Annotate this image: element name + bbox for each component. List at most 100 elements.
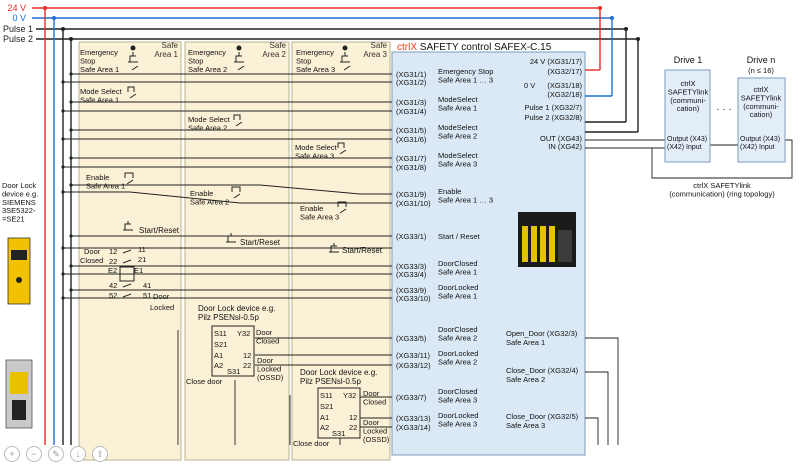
drive-ellipsis: · · · xyxy=(716,104,732,115)
controller-title: ctrlX SAFETY control SAFEX-C.15 xyxy=(397,42,552,53)
terminal-t2: (XG31/2) xyxy=(396,78,427,87)
pilz-2-s11: S11 xyxy=(320,391,333,400)
signal-wires xyxy=(63,73,793,445)
share-icon[interactable]: ⇪ xyxy=(92,446,108,462)
controller-module-photo xyxy=(518,212,576,267)
pilz-1-s21: S21 xyxy=(214,340,227,349)
door-contact-door2: Door xyxy=(153,292,170,301)
rail-24v-label: 24 V xyxy=(7,3,26,13)
pilz-device-1: Door Lock device e.g.Pilz PSENsl-0.5p S1… xyxy=(186,304,284,386)
pilz-1-s11: S11 xyxy=(214,329,227,338)
viewer-toolbar: +−✎ ↓ ⇪ xyxy=(4,446,108,462)
drives xyxy=(664,69,786,163)
pilz-2-a1: A1 xyxy=(320,413,329,422)
door-contact-n42: 42 xyxy=(109,281,117,290)
terminal-t3: (XG31/3) xyxy=(396,98,427,107)
right-r1: 24 V (XG31/17) xyxy=(530,57,583,66)
controller-terminals-left: (XG31/1)(XG31/2)(XG31/3)(XG31/4)(XG31/5)… xyxy=(396,70,431,432)
pilz-2-n22: 22 xyxy=(349,423,357,432)
right-r8: OUT (XG43) xyxy=(540,134,582,143)
pilz-2-n12: 12 xyxy=(349,413,357,422)
terminal-t17: (XG33/11) xyxy=(396,351,431,360)
pilz-1-close-door: Close door xyxy=(186,377,223,386)
rails xyxy=(32,6,640,445)
drive-n-title: Drive n xyxy=(747,55,776,65)
pilz-1-y32: Y32 xyxy=(237,329,250,338)
terminal-t14: (XG33/9) xyxy=(396,286,427,295)
safetylink-bus-label: ctrlX SAFETYlink(communication) (ring to… xyxy=(669,181,775,198)
drive-1-ports: Output (X43)(X42) Input xyxy=(667,136,707,151)
start-3-label: Start/Reset xyxy=(342,246,383,255)
function-f6: Start / Reset xyxy=(438,232,481,241)
pilz-2-s21: S21 xyxy=(320,402,333,411)
controller-model: SAFETY control SAFEX-C.15 xyxy=(417,42,552,53)
door-contact-n11: 11 xyxy=(138,245,146,254)
terminal-t13: (XG33/4) xyxy=(396,270,427,279)
door-contact-door: Door xyxy=(84,247,101,256)
terminal-t16: (XG33/5) xyxy=(396,334,427,343)
door-contact-e2: E2 xyxy=(108,266,117,275)
door-contact-n21: 21 xyxy=(138,255,146,264)
door-contact-n22: 22 xyxy=(109,257,117,266)
pilz-1-title: Door Lock device e.g.Pilz PSENsl-0.5p xyxy=(198,304,275,322)
drive-1-box xyxy=(664,69,711,163)
terminal-t9: (XG31/9) xyxy=(396,190,427,199)
right-r3: 0 V xyxy=(524,81,535,90)
right-r6: Pulse 1 (XG32/7) xyxy=(524,103,582,112)
door-contact-locked: Locked xyxy=(150,303,174,312)
switch-symbols xyxy=(119,52,351,298)
terminal-t7: (XG31/7) xyxy=(396,154,427,163)
door-contact-e1: E1 xyxy=(134,266,143,275)
right-r10: Open_Door (XG32/3) xyxy=(506,329,578,338)
drive-n-ports: Output (X43)(X42) Input xyxy=(740,136,780,151)
door-contact-n41: 41 xyxy=(143,281,151,290)
pilz-2-close-door: Close door xyxy=(293,439,330,448)
pilz-2-a2: A2 xyxy=(320,423,329,432)
terminal-t21: (XG33/14) xyxy=(396,423,431,432)
door-contact-n52: 52 xyxy=(109,291,117,300)
pencil-icon[interactable]: ✎ xyxy=(48,446,64,462)
zoom-in-icon[interactable]: + xyxy=(4,446,20,462)
rail-pulse2-label: Pulse 2 xyxy=(3,34,33,44)
controller-brand: ctrlX xyxy=(397,42,417,53)
terminal-t20: (XG33/13) xyxy=(396,414,431,423)
right-r15: Safe Area 3 xyxy=(506,421,545,430)
right-r7: Pulse 2 (XG32/8) xyxy=(524,113,582,122)
right-r2: (XG32/17) xyxy=(547,67,582,76)
door-contact-closed: Closed xyxy=(80,256,103,265)
drive-n-subtitle: (n ≤ 16) xyxy=(748,66,774,75)
zoom-out-icon[interactable]: − xyxy=(26,446,42,462)
rail-pulse1-label: Pulse 1 xyxy=(3,24,33,34)
terminal-t1: (XG31/1) xyxy=(396,70,427,79)
download-icon[interactable]: ↓ xyxy=(70,446,86,462)
terminal-t18: (XG33/12) xyxy=(396,361,431,370)
right-r12: Close_Door (XG32/4) xyxy=(506,366,579,375)
right-r9: IN (XG42) xyxy=(548,142,582,151)
pilz-2-s31: S31 xyxy=(332,429,345,438)
terminal-t11: (XG33/1) xyxy=(396,232,427,241)
door-contact-n12: 12 xyxy=(109,247,117,256)
